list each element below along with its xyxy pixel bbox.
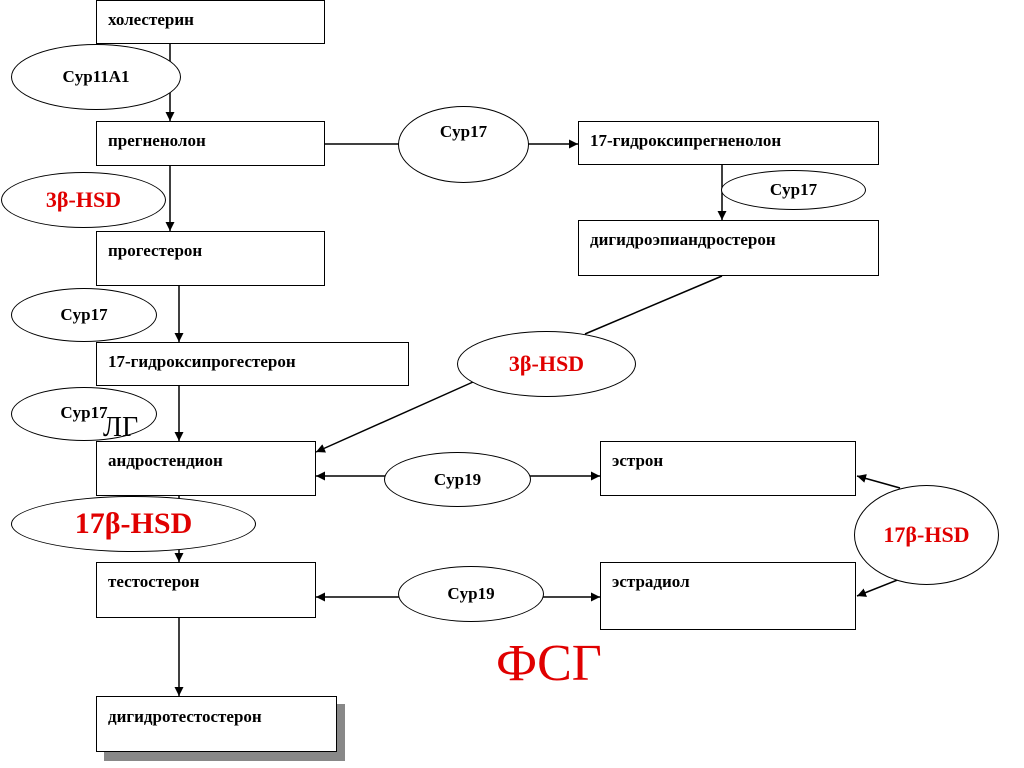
compound-estradiol: эстрадиол [600, 562, 856, 630]
enzyme-cyp19-estradiol: Cyp19 [398, 566, 544, 622]
enzyme-hsd3b-dhea: 3β-HSD [457, 331, 636, 397]
compound-dhea: дигидроэпиандростерон [578, 220, 879, 276]
arrow-hsd17b-to-estradiol [856, 578, 901, 597]
compound-progesterone: прогестерон [96, 231, 325, 286]
compound-androstenedione: андростендион [96, 441, 316, 496]
compound-cholesterol: холестерин [96, 0, 325, 44]
compound-hydroxypregnenolone: 17-гидроксипрегненолон [578, 121, 879, 165]
hormone-fsh-label: ФСГ [496, 635, 602, 692]
enzyme-hsd17b-testosterone: 17β-HSD [11, 496, 256, 552]
enzyme-cyp11a1: Cyp11A1 [11, 44, 181, 110]
arrow-hsd17b-to-estrone [856, 474, 901, 489]
line-dhea-to-hsd3b [584, 275, 723, 335]
compound-estrone: эстрон [600, 441, 856, 496]
hormone-lh-label: ЛГ [103, 412, 139, 443]
enzyme-cyp17-pregnenolone: Cyp17 [398, 106, 529, 183]
enzyme-cyp17-androstenedione: Cyp17 [11, 387, 157, 441]
arrow-hsd3b-to-androstenedione [315, 381, 474, 453]
compound-dht: дигидротестостерон [96, 696, 337, 752]
compound-testosterone: тестостерон [96, 562, 316, 618]
enzyme-hsd3b-progesterone: 3β-HSD [1, 172, 166, 228]
compound-pregnenolone: прегненолон [96, 121, 325, 166]
enzyme-cyp17-dhea: Cyp17 [721, 170, 866, 210]
enzyme-hsd17b-estradiol: 17β-HSD [854, 485, 999, 585]
compound-hydroxyprogesterone: 17-гидроксипрогестерон [96, 342, 409, 386]
enzyme-cyp17-progesterone: Cyp17 [11, 288, 157, 342]
enzyme-cyp19-estrone: Cyp19 [384, 452, 531, 507]
